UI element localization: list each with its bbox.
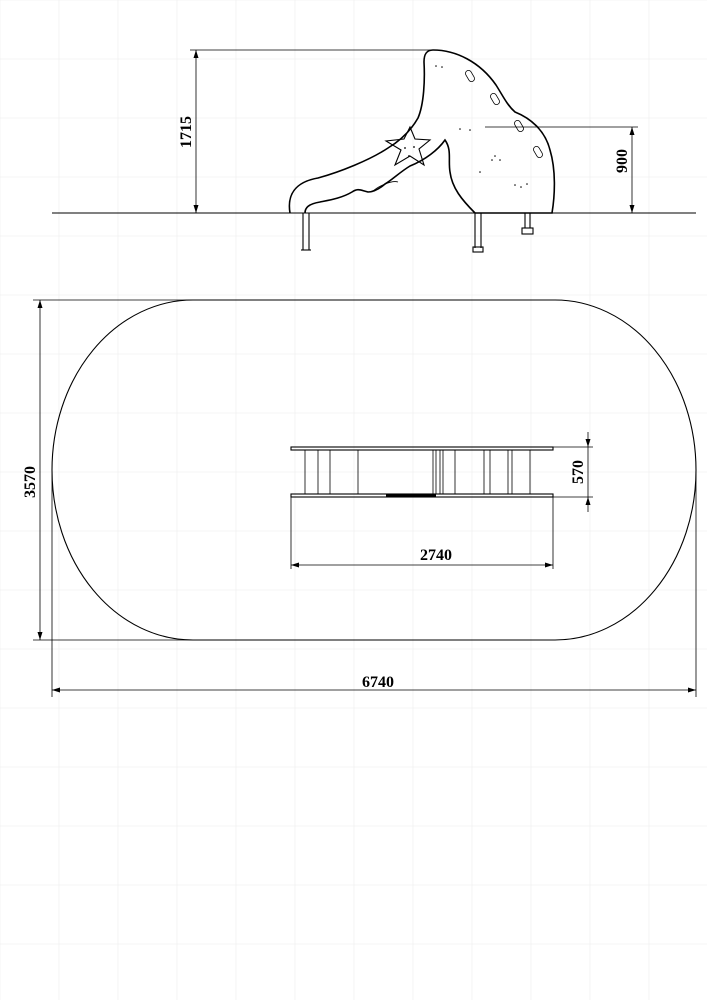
zone-length-label: 6740 (362, 674, 394, 691)
slide-body-outline (288, 49, 556, 214)
zone-width-label: 3570 (22, 466, 39, 498)
dimension-height-total: 1715 (178, 49, 432, 213)
safety-zone-outline (51, 299, 697, 641)
slide-width-label: 570 (570, 460, 587, 484)
dimension-platform-height: 900 (485, 126, 638, 213)
climbing-hold (533, 146, 543, 158)
climbing-hold (490, 93, 500, 105)
dimension-zone-width: 3570 (22, 299, 193, 641)
height-total-label: 1715 (178, 116, 195, 148)
star-dot (404, 147, 406, 149)
climbing-hold (514, 120, 524, 132)
decorative-dots (435, 65, 528, 188)
platform-height-label: 900 (614, 149, 631, 173)
star-dot (408, 155, 410, 157)
plan-view: 3570 6740 2740 570 (22, 299, 697, 697)
slide-length-label: 2740 (420, 547, 452, 564)
dimension-slide-width: 570 (553, 432, 593, 512)
dimension-zone-length: 6740 (51, 470, 697, 697)
side-elevation-view: 1715 900 (52, 49, 696, 253)
dimension-slide-length: 2740 (290, 497, 554, 569)
star-decoration (384, 125, 432, 167)
slide-plan (290, 446, 554, 498)
star-dot (413, 146, 415, 148)
support-legs (301, 213, 534, 253)
climbing-hold (465, 70, 475, 82)
slide-bed-line (371, 181, 399, 193)
